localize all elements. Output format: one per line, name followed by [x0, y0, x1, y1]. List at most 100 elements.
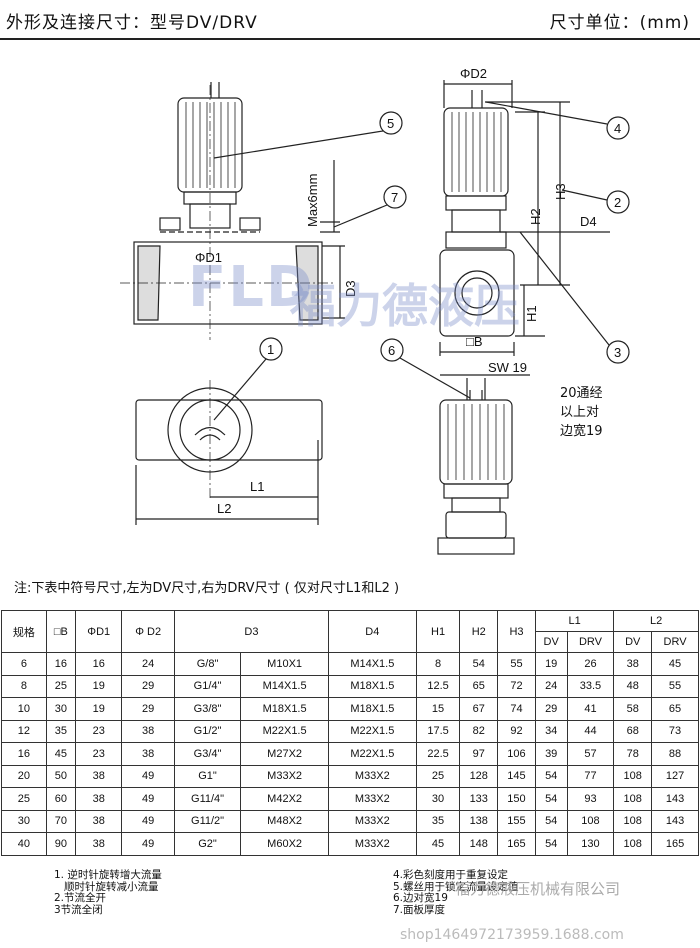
table-cell: 29 — [534, 697, 568, 721]
table-cell: 49 — [121, 832, 175, 856]
table-cell: 45 — [651, 652, 699, 676]
table-cell: M14X1.5 — [240, 674, 329, 698]
table-cell: M22X1.5 — [240, 719, 329, 743]
table-cell: 58 — [613, 697, 653, 721]
technical-drawing: ΦD1 ΦD2 D3 D4 H1 H2 H3 □B Max6mm SW 19 L… — [120, 66, 630, 555]
table-cell: 65 — [651, 697, 699, 721]
table-cell: 54 — [534, 764, 568, 788]
table-cell: 10 — [1, 697, 47, 721]
table-cell: 25 — [415, 764, 461, 788]
table-cell: 12.5 — [415, 674, 461, 698]
table-cell: 54 — [534, 787, 568, 811]
footnotes-right: 4.彩色刻度用于重复设定 5.螺丝用于锁定流量设定值 6.边对宽19 7.面板厚… — [393, 869, 519, 916]
table-cell: 30 — [45, 697, 77, 721]
callout-7: 7 — [391, 190, 398, 205]
table-cell: 39 — [534, 742, 568, 766]
col-d2: Φ D2 — [121, 610, 175, 653]
table-cell: 38 — [74, 809, 123, 833]
table-cell: 6 — [1, 652, 47, 676]
table-cell: 108 — [566, 809, 615, 833]
spec-table: 规格 □B ΦD1 Φ D2 D3 D4 H1 H2 H3 L1 L2 DV D… — [1, 610, 699, 856]
table-cell: 148 — [459, 832, 499, 856]
table-cell: 30 — [415, 787, 461, 811]
table-cell: 38 — [74, 832, 123, 856]
table-cell: 93 — [566, 787, 615, 811]
table-cell: 72 — [497, 674, 536, 698]
table-cell: 128 — [459, 764, 499, 788]
table-cell: 38 — [121, 742, 175, 766]
table-cell: 108 — [613, 787, 653, 811]
table-cell: M33X2 — [327, 809, 417, 833]
table-cell: 97 — [459, 742, 499, 766]
table-cell: 108 — [613, 809, 653, 833]
table-cell: 49 — [121, 764, 175, 788]
table-cell: 49 — [121, 809, 175, 833]
table-cell: 19 — [534, 652, 568, 676]
table-cell: 127 — [651, 764, 699, 788]
col-h2: H2 — [459, 610, 499, 653]
table-cell: 34 — [534, 719, 568, 743]
table-cell: 25 — [45, 674, 77, 698]
table-cell: 44 — [566, 719, 615, 743]
table-cell: 54 — [459, 652, 499, 676]
col-l2-dv: DV — [613, 631, 653, 653]
table-cell: 24 — [534, 674, 568, 698]
table-cell: M22X1.5 — [327, 719, 417, 743]
callout-6: 6 — [388, 343, 395, 358]
callout-5: 5 — [387, 116, 394, 131]
table-cell: 45 — [415, 832, 461, 856]
table-cell: 60 — [45, 787, 77, 811]
table-cell: M33X2 — [240, 764, 329, 788]
table-cell: 82 — [459, 719, 499, 743]
table-cell: 70 — [45, 809, 77, 833]
table-cell: 38 — [613, 652, 653, 676]
table-cell: 35 — [45, 719, 77, 743]
table-cell: 54 — [534, 832, 568, 856]
table-cell: 30 — [1, 809, 47, 833]
table-cell: 38 — [74, 764, 123, 788]
table-cell: M33X2 — [327, 764, 417, 788]
table-cell: 150 — [497, 787, 536, 811]
table-cell: 67 — [459, 697, 499, 721]
table-cell: M42X2 — [240, 787, 329, 811]
table-cell: M48X2 — [240, 809, 329, 833]
label-b: □B — [466, 334, 483, 349]
table-cell: 45 — [45, 742, 77, 766]
table-cell: 38 — [121, 719, 175, 743]
table-cell: 23 — [74, 719, 123, 743]
col-d3: D3 — [173, 610, 329, 653]
table-cell: 74 — [497, 697, 536, 721]
table-cell: 38 — [74, 787, 123, 811]
table-cell: G11/2" — [173, 809, 242, 833]
table-cell: 55 — [651, 674, 699, 698]
table-cell: M14X1.5 — [327, 652, 417, 676]
table-cell: M60X2 — [240, 832, 329, 856]
table-cell: 65 — [459, 674, 499, 698]
table-cell: 40 — [1, 832, 47, 856]
callout-4: 4 — [614, 121, 621, 136]
page-title: 外形及连接尺寸：型号DV/DRV — [6, 13, 258, 33]
label-h1: H1 — [524, 305, 539, 322]
table-cell: 16 — [74, 652, 123, 676]
col-l1-dv: DV — [534, 631, 568, 653]
table-cell: 78 — [613, 742, 653, 766]
col-d1: ΦD1 — [74, 610, 123, 653]
table-cell: 48 — [613, 674, 653, 698]
table-cell: 165 — [651, 832, 699, 856]
table-cell: 77 — [566, 764, 615, 788]
callout-1: 1 — [267, 342, 274, 357]
watermark-cn: 福力德液压 — [290, 279, 520, 333]
table-cell: 20 — [1, 764, 47, 788]
col-l2: L2 — [613, 610, 699, 632]
table-cell: 49 — [121, 787, 175, 811]
table-cell: 17.5 — [415, 719, 461, 743]
table-cell: 24 — [121, 652, 175, 676]
col-h3: H3 — [497, 610, 536, 653]
valve-side-view — [120, 82, 407, 421]
